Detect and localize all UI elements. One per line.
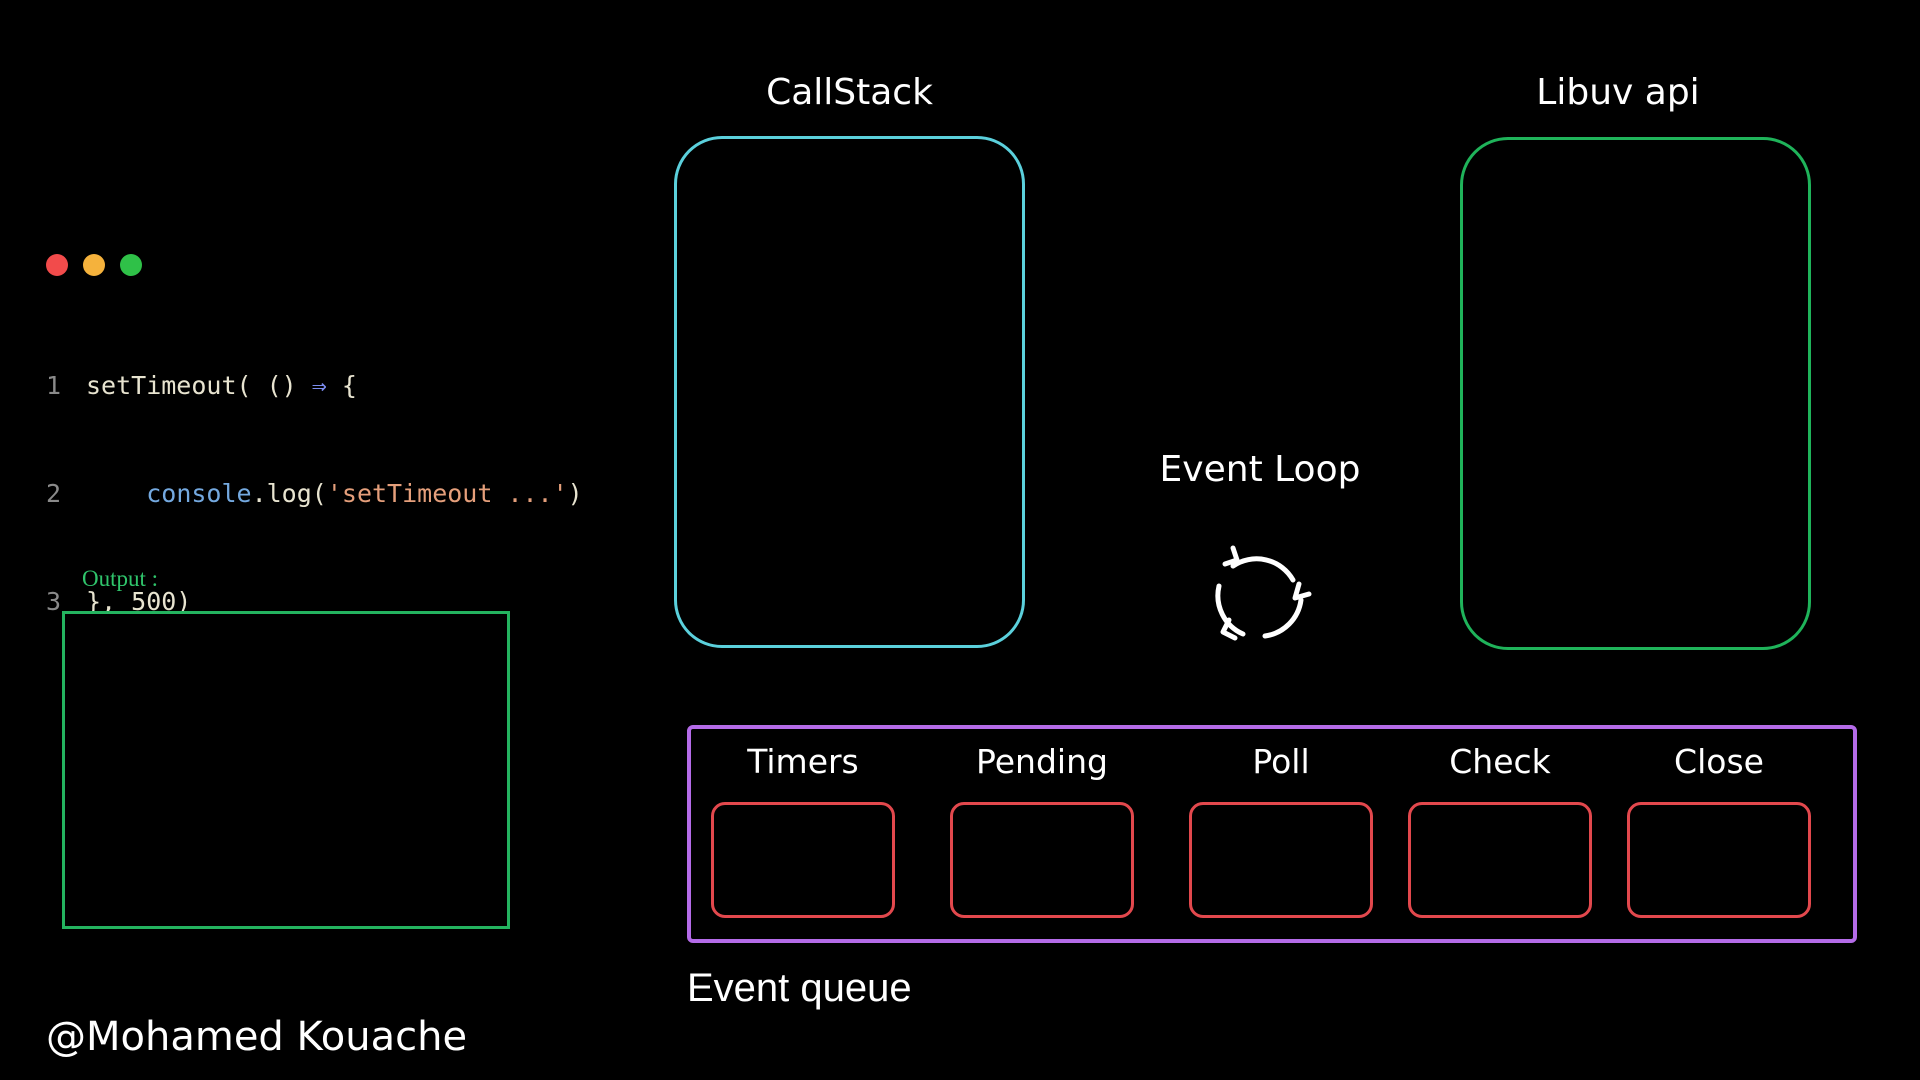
event-loop-title: Event Loop	[1159, 449, 1361, 490]
phase-check: Check	[1408, 742, 1592, 918]
phase-slot	[950, 802, 1134, 918]
phase-label: Pending	[976, 742, 1108, 781]
libuv-title: Libuv api	[1536, 72, 1700, 113]
phase-poll: Poll	[1189, 742, 1373, 918]
minimize-dot	[83, 254, 105, 276]
callstack-title: CallStack	[766, 72, 933, 113]
author-credit: @Mohamed Kouache	[46, 1014, 468, 1060]
refresh-cycle-icon	[1215, 545, 1312, 641]
code-token	[86, 476, 146, 512]
phase-slot	[1408, 802, 1592, 918]
code-token: {	[326, 371, 357, 400]
callstack-panel	[674, 136, 1025, 648]
line-number: 2	[46, 479, 62, 508]
code-token: console	[146, 479, 252, 508]
code-line: 1 setTimeout( () ⇒ {	[46, 368, 583, 404]
phase-slot	[1189, 802, 1373, 918]
line-number: 3	[46, 587, 62, 616]
close-dot	[46, 254, 68, 276]
code-snippet: 1 setTimeout( () ⇒ { 2 console.log('setT…	[46, 296, 583, 656]
code-token: .log(	[251, 479, 327, 508]
output-panel	[62, 611, 510, 929]
code-token: 'setTimeout ...'	[326, 479, 568, 508]
phase-pending: Pending	[950, 742, 1134, 918]
output-label: Output :	[82, 566, 159, 591]
event-queue-caption: Event queue	[687, 966, 912, 1010]
code-line: 2 console.log('setTimeout ...')	[46, 476, 583, 512]
phase-label: Check	[1449, 742, 1551, 781]
phase-close: Close	[1627, 742, 1811, 918]
phase-slot	[711, 802, 895, 918]
phase-label: Poll	[1252, 742, 1310, 781]
phase-timers: Timers	[711, 742, 895, 918]
line-number: 1	[46, 371, 62, 400]
code-token: ⇒	[311, 371, 327, 400]
phase-label: Close	[1674, 742, 1764, 781]
libuv-panel	[1460, 137, 1811, 650]
code-token: setTimeout( ()	[86, 371, 312, 400]
event-queue-panel	[687, 725, 1857, 943]
phase-label: Timers	[747, 742, 859, 781]
maximize-dot	[120, 254, 142, 276]
code-token: )	[567, 479, 583, 508]
phase-slot	[1627, 802, 1811, 918]
window-controls	[46, 254, 142, 276]
